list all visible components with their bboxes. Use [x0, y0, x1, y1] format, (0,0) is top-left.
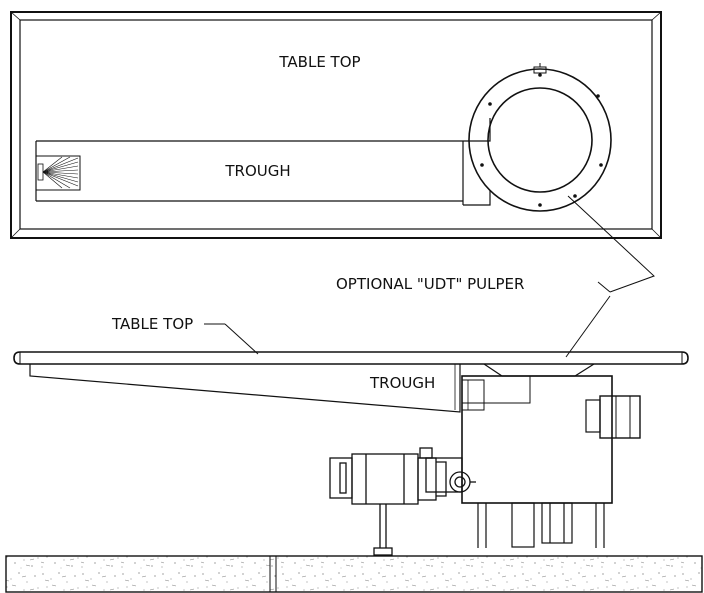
- plan-pulper: [463, 63, 612, 212]
- plan-table-outer-edge: [10, 11, 662, 239]
- elevation-view: [13, 351, 689, 556]
- plan-view: [10, 11, 662, 239]
- plan-trough-label: TROUGH: [224, 162, 290, 180]
- elevation-trough: [29, 364, 461, 413]
- pulper-leader-lines: [565, 195, 655, 358]
- elevation-pulper-body: [461, 375, 613, 504]
- elevation-table-top: [13, 351, 689, 365]
- pulper-legs: [477, 502, 605, 548]
- elevation-motor: [329, 447, 476, 556]
- elevation-trough-label: TROUGH: [369, 374, 435, 392]
- plan-table-inner-edge: [19, 19, 653, 230]
- elevation-table-top-label: TABLE TOP: [111, 315, 193, 333]
- floor-slab: [5, 555, 703, 593]
- trough-brush: [35, 155, 81, 191]
- plan-table-top-label: TABLE TOP: [278, 53, 360, 71]
- pulper-callout-label: OPTIONAL "UDT" PULPER: [336, 275, 524, 293]
- pulper-side-outlet: [585, 399, 601, 433]
